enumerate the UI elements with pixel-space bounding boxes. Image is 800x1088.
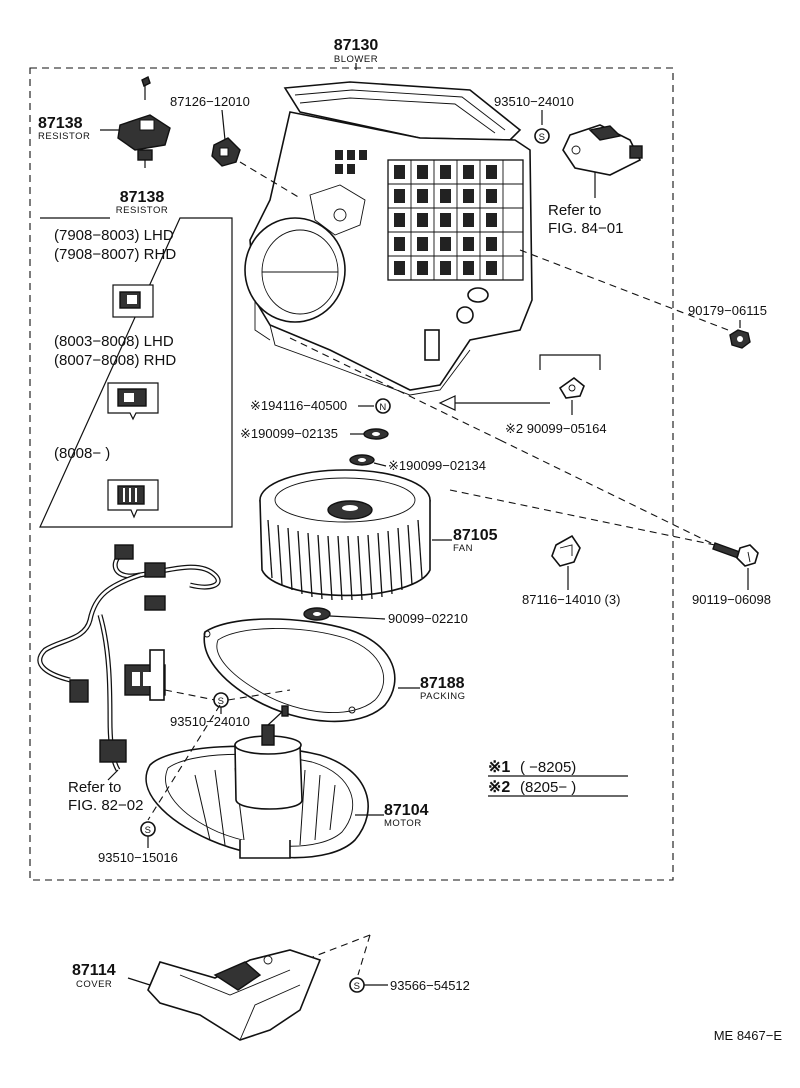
cover-dash	[309, 934, 371, 959]
assembly-boundary	[29, 67, 674, 881]
screw-s-label-top: S	[539, 132, 546, 143]
callout-87116-14010: 87116−14010 (3)	[522, 592, 620, 607]
packing-part	[203, 618, 396, 723]
cover-name: COVER	[76, 979, 112, 990]
legend: ※1 ( −8205) ※2 (8205− )	[488, 759, 628, 797]
resistor-top-name: RESISTOR	[38, 131, 90, 142]
resistor-box-part-number: 87138	[120, 189, 165, 206]
resistor-line5: (8008− )	[54, 445, 110, 462]
callout-93510-24010-mid: 93510−24010	[170, 714, 250, 729]
screw-s-label-low: S	[145, 825, 152, 836]
refer-left-line1: Refer to	[68, 779, 121, 796]
legend-range-1: ( −8205)	[520, 759, 576, 776]
screw-s-label-cover: S	[354, 981, 361, 992]
blower-part-number: 87130	[334, 37, 379, 54]
resistor-line3: (8003−8008) LHD	[54, 333, 174, 350]
legend-mark-1: ※1	[488, 759, 510, 776]
motor-part	[145, 705, 369, 859]
callout-93510-24010-top: 93510−24010	[494, 94, 574, 109]
resistor-variant-c	[107, 479, 159, 519]
legend-mark-2: ※2	[488, 779, 510, 796]
footer-code: ME 8467−E	[714, 1028, 783, 1043]
refer-top-line1: Refer to	[548, 202, 601, 219]
screw-s-label-mid: S	[218, 696, 225, 707]
cover-part-number: 87114	[72, 962, 116, 979]
motor-part-number: 87104	[384, 802, 429, 819]
fan-part	[259, 469, 431, 601]
resistor-line2: (7908−8007) RHD	[54, 246, 176, 263]
bolt-dash	[449, 489, 716, 546]
cover-part	[147, 949, 322, 1041]
blower-housing	[244, 81, 533, 396]
clip-87116	[551, 534, 581, 567]
legend-range-2: (8205− )	[520, 779, 576, 796]
callout-93566-54512: 93566−54512	[390, 978, 470, 993]
clip-bracket-line	[539, 354, 601, 370]
callout-90099-02210: 90099−02210	[388, 611, 468, 626]
packing-name: PACKING	[420, 691, 466, 702]
motor-dash	[147, 704, 221, 821]
resistor-line4: (8007−8008) RHD	[54, 352, 176, 369]
blower-name: BLOWER	[334, 54, 378, 65]
resistor-variants-box	[39, 217, 233, 528]
callout-190099-02134: ※190099−02134	[388, 458, 486, 473]
resistor-box-name: RESISTOR	[116, 205, 168, 216]
callout-90179-06115: 90179−06115	[688, 303, 767, 318]
resistor-top-part-number: 87138	[38, 115, 83, 132]
callout-194116-40500: ※194116−40500	[250, 398, 347, 413]
nut-n-symbol	[375, 398, 391, 414]
callout-87126-leader	[221, 109, 226, 141]
arrow-head	[438, 395, 456, 411]
nut-90179	[729, 329, 751, 349]
callout-87126-12010: 87126−12010	[170, 94, 250, 109]
callout-93510-15016: 93510−15016	[98, 850, 178, 865]
callout-90099-05164: ※2 90099−05164	[505, 421, 607, 436]
packing-part-number: 87188	[420, 675, 465, 692]
refer-top-line2: FIG. 84−01	[548, 220, 623, 237]
resistor-part	[117, 76, 171, 168]
nut-dash	[519, 249, 729, 331]
screw-s-symbol-top	[534, 128, 550, 144]
motor-name: MOTOR	[384, 818, 422, 829]
resistor-variant-b	[107, 382, 159, 421]
wire-harness	[37, 544, 221, 772]
fan-name: FAN	[453, 543, 473, 554]
bolt-90119	[712, 542, 759, 567]
fan-part-number: 87105	[453, 527, 498, 544]
callout-190099-02135: ※190099−02135	[240, 426, 338, 441]
callout-90119-06098: 90119−06098	[692, 592, 771, 607]
nut-n-label: N	[379, 402, 386, 413]
clip-87126	[211, 137, 241, 167]
clip-90099-05164	[558, 376, 585, 399]
actuator-part	[562, 124, 643, 176]
resistor-variant-a	[112, 284, 154, 318]
resistor-line1: (7908−8003) LHD	[54, 227, 174, 244]
refer-left-line2: FIG. 82−02	[68, 797, 143, 814]
